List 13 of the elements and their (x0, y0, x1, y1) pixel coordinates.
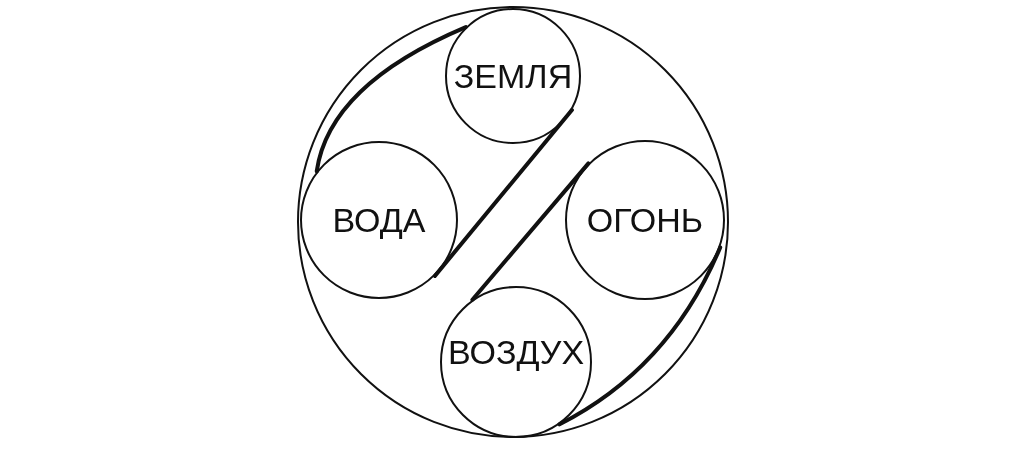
small-circle (440, 286, 592, 438)
element-label: ОГОНЬ (586, 203, 704, 237)
connector-line (314, 25, 468, 174)
connector-line (557, 245, 723, 427)
element-label: ВОДА (332, 203, 426, 237)
element-label: ЗЕМЛЯ (453, 59, 573, 93)
small-circle (445, 8, 581, 144)
small-circle (565, 140, 725, 300)
small-circle (300, 141, 458, 299)
outer-circle (297, 6, 729, 438)
connector-line (432, 108, 574, 278)
connector-line (470, 161, 591, 302)
element-label: ВОЗДУХ (447, 335, 585, 369)
